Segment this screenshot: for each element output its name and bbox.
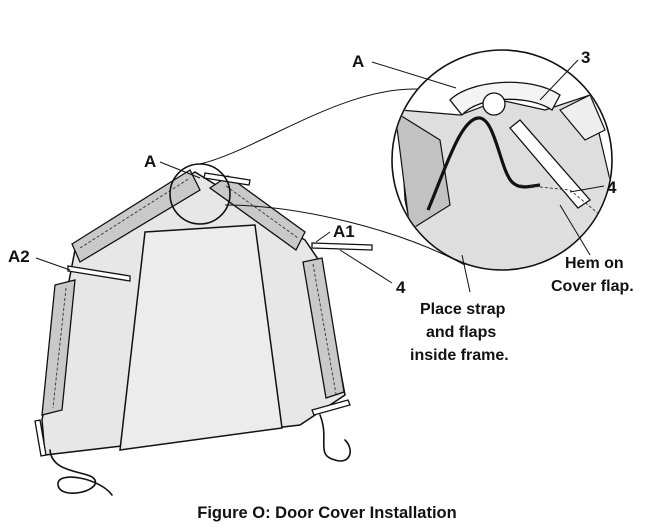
zoom-connector-upper [199,88,431,165]
callout-a-main: A [144,152,156,171]
leader-a2 [35,257,71,271]
note-strap-line3: inside frame. [410,347,509,364]
note-strap-line2: and flaps [426,324,496,341]
note-hem-line1: Hem on [565,255,624,272]
strap-left [49,449,113,496]
callout-a-zoom: A [352,52,364,71]
left-side-sleeve-stitch [52,287,67,409]
right-side-sleeve [302,257,345,399]
leader-strap [461,254,471,293]
zoom-left-flap [394,110,451,232]
cover-assembly [34,163,373,496]
door-panel [119,224,283,451]
zoom-detail [391,49,613,271]
callout-4-zoom: 4 [607,178,617,197]
left-top-sleeve [71,169,201,263]
left-side-sleeve [41,279,76,416]
leader-a-zoom [371,61,457,89]
right-side-sleeve-stitch [312,263,337,395]
leader-a1 [315,231,331,243]
zoom-connector-lower [224,204,466,266]
note-hem-line2: Cover flap. [551,278,634,295]
frame-rod-bottom-left [34,419,47,457]
leader-3 [539,59,579,101]
zoom-connector-pin [482,92,506,116]
callout-4-main: 4 [396,278,406,297]
leader-4-main [339,249,393,284]
zoom-hem-line [519,184,601,216]
figure-caption: Figure O: Door Cover Installation [197,504,456,522]
frame-rod-right [311,242,373,251]
zoom-right-fold [559,94,606,141]
zoom-strap [426,116,541,211]
note-strap-line1: Place strap [420,301,506,318]
leader-4-zoom [569,185,605,193]
leader-hem [559,204,591,256]
zoom-top-connector [449,81,561,117]
callout-3: 3 [581,48,590,67]
left-top-sleeve-stitch [79,177,191,249]
zoom-right-tube [509,119,591,209]
callout-a2: A2 [8,247,30,266]
frame-rod-bottom-right [311,399,351,416]
leader-a-main [159,161,201,179]
callout-a1: A1 [333,222,355,241]
frame-rod-top [203,172,251,186]
strap-right [319,414,351,462]
